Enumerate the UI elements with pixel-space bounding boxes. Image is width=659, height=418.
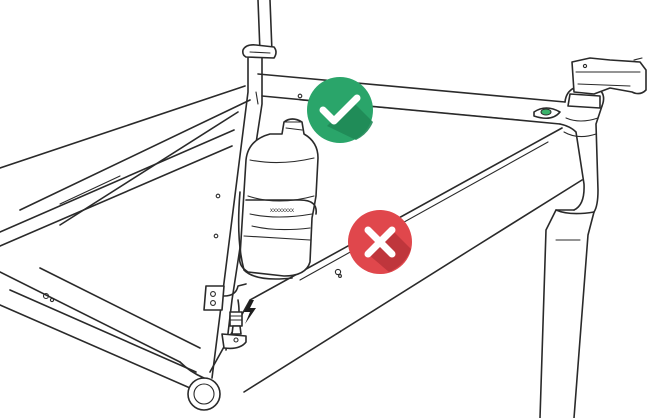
bottom-bracket bbox=[179, 361, 221, 411]
fork bbox=[539, 209, 595, 418]
cable-port bbox=[533, 107, 561, 120]
stem bbox=[567, 57, 647, 109]
bottle-cage bbox=[237, 191, 317, 280]
water-bottle: xxxxxxxx bbox=[238, 118, 319, 277]
charging-connector bbox=[221, 311, 247, 350]
lightning-bolt-icon bbox=[244, 300, 256, 324]
seat-post bbox=[242, 0, 277, 59]
cross-icon bbox=[364, 226, 396, 258]
down-tube-bolts bbox=[297, 93, 342, 278]
chain-stays bbox=[0, 267, 201, 389]
correct-badge bbox=[307, 77, 373, 143]
top-tube bbox=[257, 73, 566, 125]
checkmark-icon bbox=[319, 94, 361, 125]
seat-stays bbox=[0, 85, 251, 247]
incorrect-badge bbox=[348, 210, 412, 274]
bottle-brand: xxxxxxxx bbox=[270, 208, 294, 214]
